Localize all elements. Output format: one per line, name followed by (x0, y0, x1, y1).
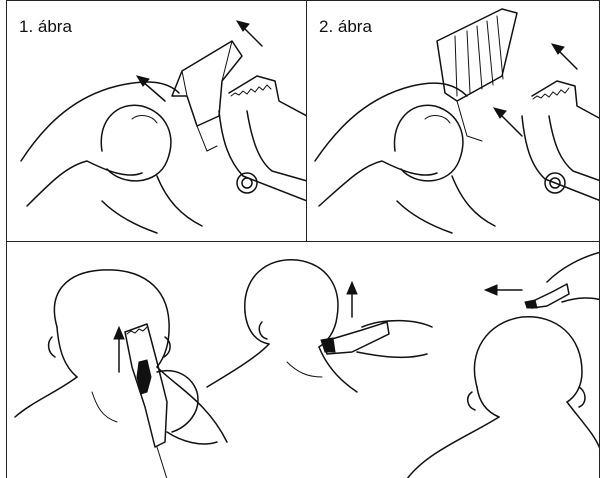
figure-1-illustration (7, 1, 307, 242)
figure-3-panel (6, 241, 600, 478)
figure-2-panel: 2. ábra (306, 0, 600, 242)
figure-2-illustration (307, 1, 600, 242)
figure-1-panel: 1. ábra (6, 0, 307, 242)
figure-3-illustration (7, 242, 600, 478)
